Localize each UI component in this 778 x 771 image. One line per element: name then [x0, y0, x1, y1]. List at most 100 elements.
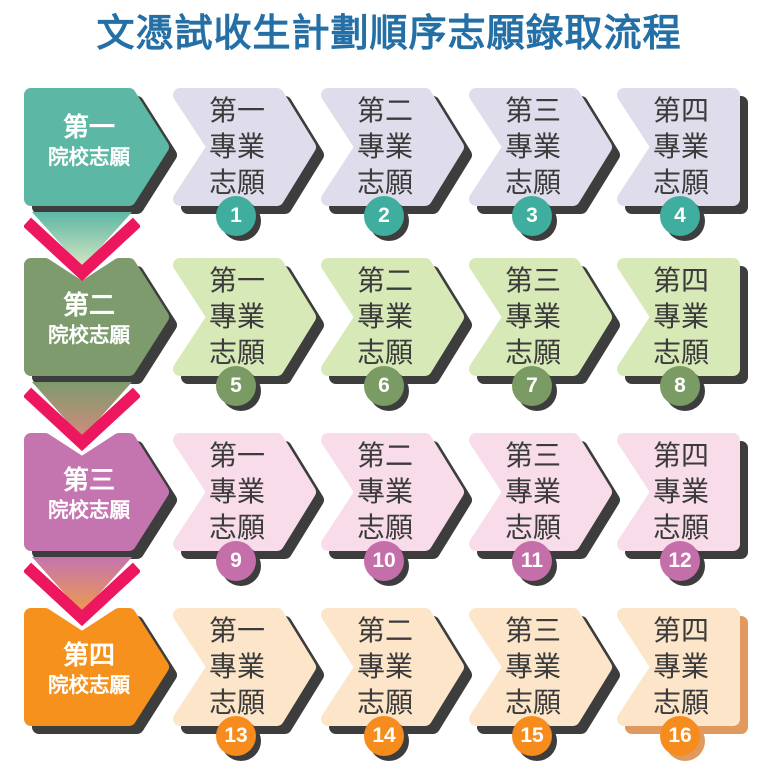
major-label-line: 志願	[208, 687, 265, 718]
major-label-line: 專業	[356, 301, 413, 332]
major-label-line: 專業	[356, 651, 413, 682]
step-circle: 11	[512, 541, 552, 581]
major-label-line: 志願	[504, 687, 561, 718]
major-label-line: 第二	[356, 95, 413, 126]
institution-caption: 院校志願	[48, 499, 130, 522]
major-label: 第二專業志願	[330, 438, 440, 546]
major-label: 第一專業志願	[182, 263, 292, 371]
step-circle: 1	[216, 196, 256, 236]
step-circle: 8	[660, 366, 700, 406]
major-label: 第四專業志願	[626, 613, 736, 721]
major-label-line: 專業	[504, 301, 561, 332]
major-label: 第二專業志願	[330, 93, 440, 201]
gradient-triangle-icon	[32, 382, 132, 438]
institution-caption: 院校志願	[48, 674, 130, 697]
major-label: 第二專業志願	[330, 263, 440, 371]
step-circle: 12	[660, 541, 700, 581]
major-label-line: 專業	[208, 651, 265, 682]
step-circle: 16	[660, 716, 700, 756]
major-label-line: 第四	[652, 440, 709, 471]
major-label-line: 志願	[504, 167, 561, 198]
major-label: 第三專業志願	[478, 263, 588, 371]
step-circle: 15	[512, 716, 552, 756]
institution-label: 第一院校志願	[24, 110, 154, 172]
major-label-line: 專業	[356, 476, 413, 507]
step-circle: 9	[216, 541, 256, 581]
down-chevron-icon	[24, 562, 140, 627]
major-label: 第三專業志願	[478, 93, 588, 201]
major-label-line: 第四	[652, 265, 709, 296]
major-label-line: 第二	[356, 440, 413, 471]
institution-ordinal: 第一	[62, 112, 115, 142]
major-label: 第一專業志願	[182, 93, 292, 201]
down-arrow	[24, 380, 140, 452]
page-title: 文憑試收生計劃順序志願錄取流程	[96, 13, 682, 55]
gradient-triangle-icon	[32, 212, 132, 268]
institution-label: 第三院校志願	[24, 463, 154, 525]
major-label-line: 專業	[208, 301, 265, 332]
major-label-line: 志願	[356, 687, 413, 718]
major-label-line: 志願	[356, 337, 413, 368]
major-label: 第一專業志願	[182, 613, 292, 721]
major-label: 第一專業志願	[182, 438, 292, 546]
step-circle: 5	[216, 366, 256, 406]
major-label: 第二專業志願	[330, 613, 440, 721]
institution-block: 第三院校志願	[24, 433, 177, 559]
major-label: 第三專業志願	[478, 613, 588, 721]
institution-caption: 院校志願	[48, 324, 130, 347]
major-label-line: 第三	[504, 95, 561, 126]
major-label-line: 志願	[356, 512, 413, 543]
major-label-line: 專業	[652, 131, 709, 162]
major-label: 第四專業志願	[626, 263, 736, 371]
step-circle: 10	[364, 541, 404, 581]
down-arrow	[24, 210, 140, 282]
major-label-line: 專業	[208, 476, 265, 507]
step-circle: 13	[216, 716, 256, 756]
step-circle: 6	[364, 366, 404, 406]
major-label-line: 志願	[652, 337, 709, 368]
major-label-line: 志願	[652, 687, 709, 718]
institution-ordinal: 第四	[62, 640, 115, 670]
major-label-line: 志願	[504, 337, 561, 368]
major-label: 第四專業志願	[626, 438, 736, 546]
major-label-line: 第三	[504, 265, 561, 296]
major-label-line: 專業	[504, 131, 561, 162]
institution-block: 第四院校志願	[24, 608, 177, 734]
major-label-line: 志願	[504, 512, 561, 543]
major-label-line: 專業	[504, 651, 561, 682]
institution-block: 第二院校志願	[24, 258, 177, 384]
step-circle: 2	[364, 196, 404, 236]
major-label-line: 第二	[356, 615, 413, 646]
major-label-line: 志願	[356, 167, 413, 198]
step-circle: 3	[512, 196, 552, 236]
major-label-line: 第一	[208, 95, 265, 126]
major-label-line: 志願	[208, 337, 265, 368]
major-label-line: 志願	[208, 512, 265, 543]
major-label-line: 第一	[208, 440, 265, 471]
major-label-line: 志願	[652, 512, 709, 543]
step-circle: 14	[364, 716, 404, 756]
major-label-line: 第四	[652, 615, 709, 646]
major-label-line: 專業	[652, 651, 709, 682]
institution-ordinal: 第三	[62, 465, 115, 495]
institution-label: 第二院校志願	[24, 288, 154, 350]
step-circle: 4	[660, 196, 700, 236]
down-arrow	[24, 555, 140, 627]
major-label-line: 志願	[208, 167, 265, 198]
major-label-line: 專業	[208, 131, 265, 162]
down-chevron-icon	[24, 387, 140, 452]
institution-caption: 院校志願	[48, 146, 130, 169]
down-chevron-icon	[24, 217, 140, 282]
